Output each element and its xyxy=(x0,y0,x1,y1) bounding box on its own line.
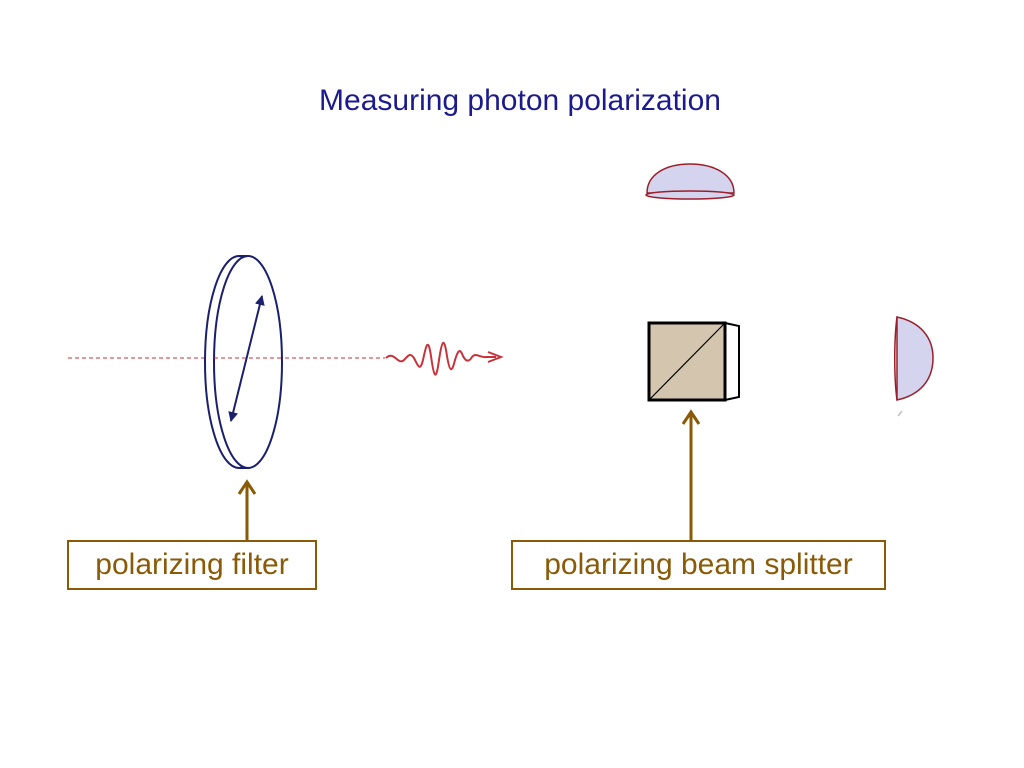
beam-splitter-cube-icon xyxy=(647,321,740,402)
filter-pointer-arrow xyxy=(237,479,257,540)
polarizing-filter-disc-icon xyxy=(204,255,283,469)
detector-right-icon xyxy=(894,316,934,417)
photon-wave-packet-icon xyxy=(385,342,504,376)
page-title: Measuring photon polarization xyxy=(319,84,721,117)
detector-top-icon xyxy=(645,163,735,200)
polarizing-filter-label: polarizing filter xyxy=(67,540,317,590)
splitter-pointer-arrow xyxy=(681,409,701,540)
polarizing-beam-splitter-label: polarizing beam splitter xyxy=(511,540,886,590)
polarization-axis-arrow xyxy=(228,295,265,422)
